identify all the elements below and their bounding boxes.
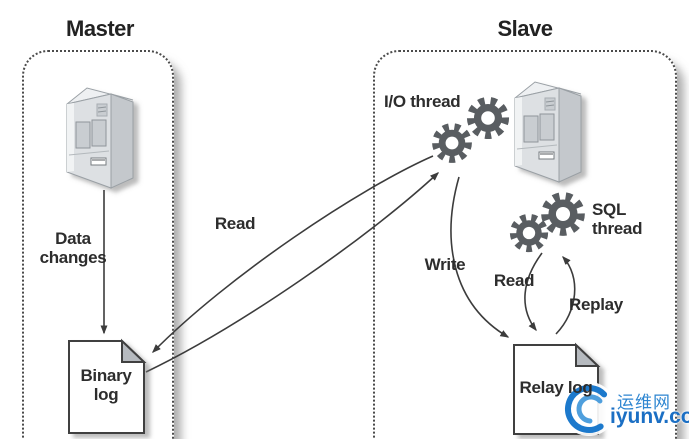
write-label: Write <box>424 255 466 274</box>
relay-log-label: Relay log <box>519 378 593 397</box>
read-connection-label: Read <box>214 214 256 233</box>
master-server-icon <box>66 87 134 189</box>
master-group-box <box>22 50 174 439</box>
binary-log-document-icon <box>68 338 147 434</box>
replay-label: Replay <box>569 295 623 314</box>
watermark-logo-icon <box>562 382 616 436</box>
io-thread-label: I/O thread <box>384 92 461 111</box>
replay-arrow <box>555 255 576 335</box>
gear-icon <box>472 102 504 134</box>
binary-log-label: Binary log <box>80 366 132 405</box>
gear-icon <box>437 128 468 159</box>
read-slave-label: Read <box>493 271 535 290</box>
write-arrow <box>450 176 510 338</box>
slave-server-icon <box>514 81 582 183</box>
read-arrow-to-binary-log <box>152 155 434 353</box>
read-arrow-slave <box>524 252 543 332</box>
gear-icon <box>514 218 543 247</box>
slave-title: Slave <box>497 16 554 41</box>
sql-thread-label: SQL thread <box>592 200 643 239</box>
master-title: Master <box>66 16 134 41</box>
data-changes-label: Data changes <box>39 229 107 268</box>
sql-thread-gears-icon <box>514 197 580 248</box>
gear-icon <box>546 197 580 231</box>
watermark-domain: iyunv.com <box>610 405 689 428</box>
watermark-site-name: 运维网 <box>617 393 671 412</box>
slave-group-box <box>373 50 677 439</box>
read-arrow-to-io-thread <box>145 172 440 373</box>
